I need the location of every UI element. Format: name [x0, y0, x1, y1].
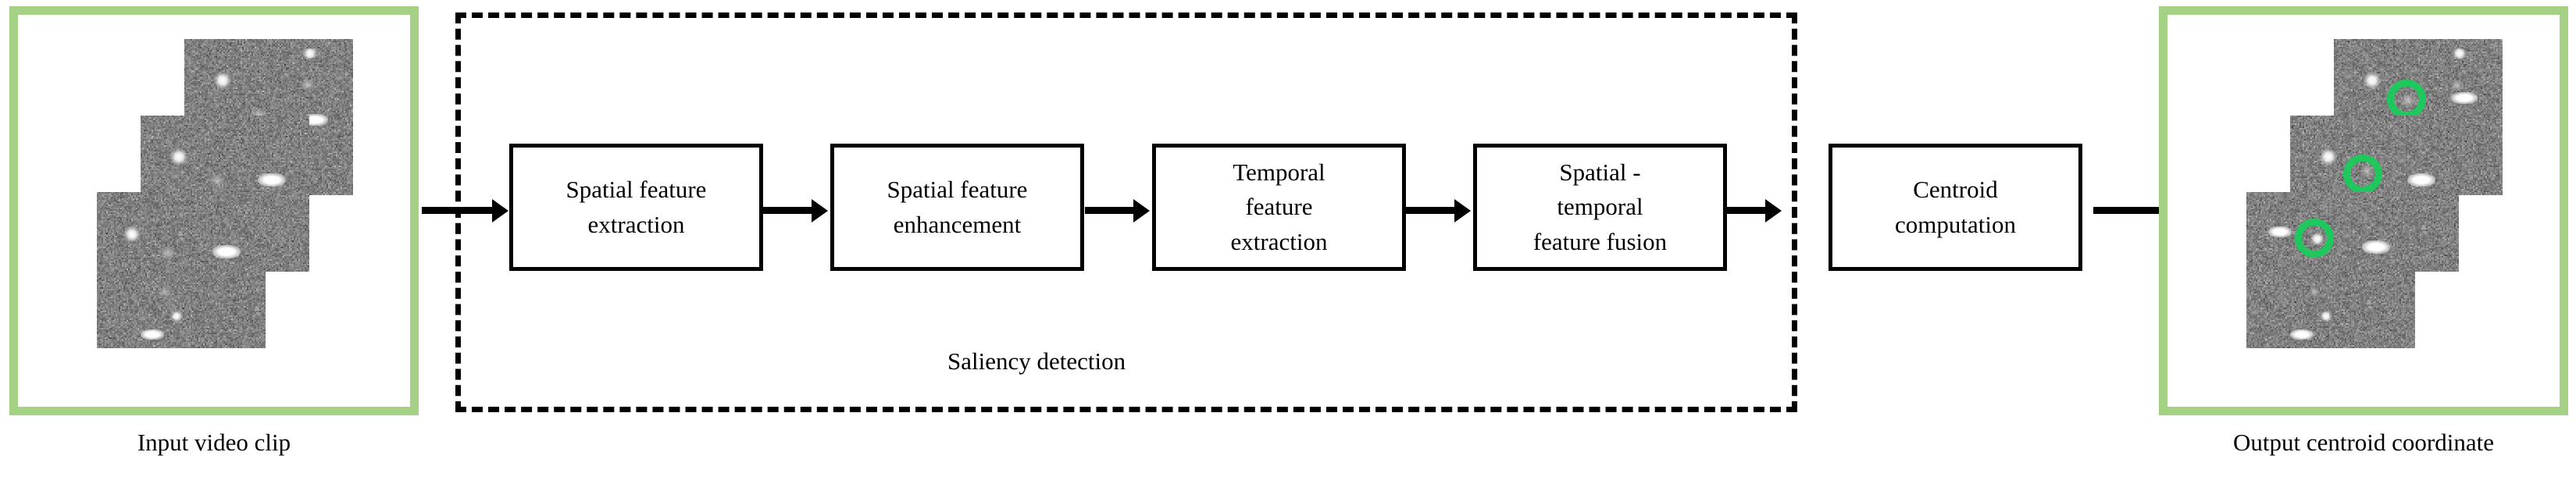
arrow-stage3-to-stage4	[1406, 207, 1456, 214]
centroid-marker-2	[2343, 155, 2382, 194]
arrow-stage1-to-stage2	[763, 207, 813, 214]
stage-box-spatial-feature-extraction[interactable]: Spatial feature extraction	[509, 144, 763, 271]
stage-label-temporal-feature-extraction: Temporal feature extraction	[1230, 158, 1328, 255]
stage-label-spatial-feature-extraction: Spatial feature extraction	[566, 176, 707, 238]
input-video-clip-panel: Input video clip	[9, 6, 419, 454]
arrow-input-to-stage1	[422, 207, 494, 214]
saliency-detection-label: Saliency detection	[947, 347, 1126, 375]
output-video-frame-1	[2246, 192, 2415, 348]
input-panel-caption: Input video clip	[137, 429, 291, 456]
stage-box-spatial-temporal-feature-fusion[interactable]: Spatial - temporal feature fusion	[1473, 144, 1727, 271]
output-clip-stack	[2159, 6, 2568, 415]
stage-label-spatial-feature-enhancement: Spatial feature enhancement	[887, 176, 1028, 238]
input-clip-stack	[9, 6, 419, 415]
stage-label-centroid-computation: Centroid computation	[1895, 176, 2016, 238]
output-panel-caption: Output centroid coordinate	[2232, 429, 2495, 456]
output-centroid-coordinate-panel: Output centroid coordinate	[2159, 6, 2568, 454]
arrow-stage5-to-output	[2093, 207, 2165, 214]
stage-box-temporal-feature-extraction[interactable]: Temporal feature extraction	[1152, 144, 1406, 271]
centroid-marker-3	[2387, 80, 2426, 119]
stage-box-spatial-feature-enhancement[interactable]: Spatial feature enhancement	[830, 144, 1084, 271]
arrow-stage2-to-stage3	[1085, 207, 1135, 214]
stage-box-centroid-computation[interactable]: Centroid computation	[1829, 144, 2082, 271]
stage-label-spatial-temporal-feature-fusion: Spatial - temporal feature fusion	[1532, 158, 1668, 255]
input-video-frame-1	[97, 192, 266, 348]
centroid-marker-1	[2295, 219, 2334, 258]
